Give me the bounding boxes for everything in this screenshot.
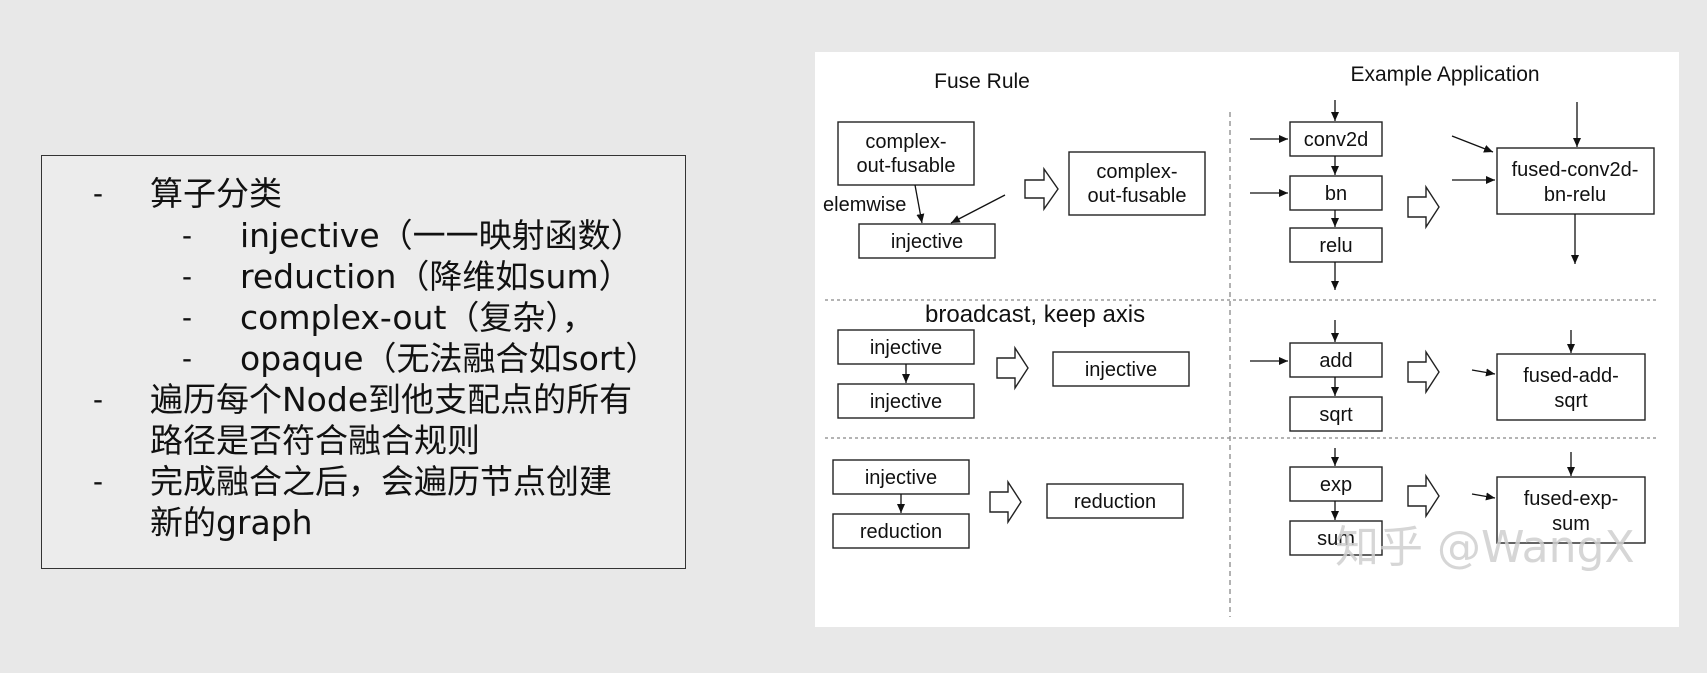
label-sqrt: sqrt <box>1319 404 1353 426</box>
sub-bullet-dash: - <box>182 219 192 252</box>
edge-arrow <box>1451 135 1494 153</box>
label-add: add <box>1319 350 1352 372</box>
label-result-1: complex- <box>1096 161 1177 183</box>
bullet-dash: - <box>93 177 103 210</box>
fuse-arrow-icon <box>1407 349 1440 395</box>
watermark: 知乎 @WangX <box>1335 522 1635 573</box>
bullet-create-graph-line2: 新的graph <box>150 503 313 542</box>
sub-bullet-complex-out: complex-out（复杂）， <box>240 298 595 337</box>
diagram-svg: Fuse Rule Example Application complex- o… <box>823 63 1657 617</box>
edge-arrow <box>1471 492 1496 501</box>
label-conv2d: conv2d <box>1304 129 1369 151</box>
text-panel: - 算子分类 - injective（一一映射函数） - reduction（降… <box>41 155 686 569</box>
box-injective: injective <box>858 223 996 259</box>
label-injective-a: injective <box>870 337 942 359</box>
label-fused-add-2: sqrt <box>1554 390 1588 412</box>
label-injective: injective <box>891 231 963 253</box>
label-fused-add-1: fused-add- <box>1523 365 1619 387</box>
label-injective-b: injective <box>870 391 942 413</box>
label-fused-conv2d-1: fused-conv2d- <box>1512 159 1639 181</box>
node-relu: relu <box>1289 227 1383 263</box>
node-sum: sum <box>1289 520 1383 556</box>
fuse-rule-diagram: Fuse Rule Example Application complex- o… <box>815 52 1679 627</box>
sub-bullet-dash: - <box>182 301 192 334</box>
bullet-traverse-line2: 路径是否符合融合规则 <box>150 421 480 460</box>
label-fused-conv2d-2: bn-relu <box>1544 184 1606 206</box>
example-application-title: Example Application <box>1350 63 1539 86</box>
label-fused-exp-2: sum <box>1552 513 1590 535</box>
label-bn: bn <box>1325 183 1347 205</box>
sub-bullet-reduction: reduction（降维如sum） <box>240 257 632 296</box>
node-fused-add-sqrt: fused-add- sqrt <box>1496 353 1646 421</box>
label-result-reduction: reduction <box>1074 491 1156 513</box>
label-sum: sum <box>1317 528 1355 550</box>
node-exp: exp <box>1289 466 1383 502</box>
box-injective-a: injective <box>837 329 975 365</box>
node-fused-exp-sum: fused-exp- sum <box>1496 476 1646 544</box>
bullet-create-graph-line1: 完成融合之后，会遍历节点创建 <box>150 462 612 501</box>
box-result-injective: injective <box>1052 351 1190 387</box>
edge-arrow <box>914 184 925 224</box>
label-broadcast-keep-axis: broadcast, keep axis <box>925 301 1145 328</box>
label-elemwise: elemwise <box>823 194 906 216</box>
bullet-traverse-line1: 遍历每个Node到他支配点的所有 <box>150 380 633 419</box>
sub-bullet-dash: - <box>182 260 192 293</box>
edge-arrow <box>1471 368 1496 377</box>
fuse-rule-title: Fuse Rule <box>934 70 1030 93</box>
node-conv2d: conv2d <box>1289 121 1383 157</box>
fuse-arrow-icon <box>996 345 1029 391</box>
box-result-complex-out-fusable: complex- out-fusable <box>1068 151 1206 216</box>
sub-bullet-dash: - <box>182 342 192 375</box>
edge-arrow <box>950 194 1006 224</box>
node-sqrt: sqrt <box>1289 396 1383 432</box>
label-complex-out-fusable-2: out-fusable <box>857 155 956 177</box>
fuse-arrow-icon <box>1407 473 1440 519</box>
node-add: add <box>1289 342 1383 378</box>
label-exp: exp <box>1320 474 1352 496</box>
node-fused-conv2d-bn-relu: fused-conv2d- bn-relu <box>1496 147 1655 215</box>
label-result-2: out-fusable <box>1088 185 1187 207</box>
fuse-arrow-icon <box>1024 166 1059 212</box>
box-injective-row3: injective <box>832 459 970 495</box>
label-result-injective: injective <box>1085 359 1157 381</box>
fuse-arrow-icon <box>1407 184 1440 230</box>
label-injective-row3: injective <box>865 467 937 489</box>
sub-bullet-injective: injective（一一映射函数） <box>240 216 644 255</box>
box-reduction: reduction <box>832 513 970 549</box>
box-result-reduction: reduction <box>1046 483 1184 519</box>
sub-bullet-opaque: opaque（无法融合如sort） <box>240 339 659 378</box>
box-injective-b: injective <box>837 383 975 419</box>
label-relu: relu <box>1319 235 1352 257</box>
box-complex-out-fusable: complex- out-fusable <box>837 121 975 186</box>
label-complex-out-fusable-1: complex- <box>865 131 946 153</box>
bullet-operator-classes: 算子分类 <box>150 174 282 213</box>
label-reduction: reduction <box>860 521 942 543</box>
node-bn: bn <box>1289 175 1383 211</box>
fuse-arrow-icon <box>989 479 1022 525</box>
bullet-dash: - <box>93 465 103 498</box>
bullet-dash: - <box>93 383 103 416</box>
label-fused-exp-1: fused-exp- <box>1524 488 1619 510</box>
